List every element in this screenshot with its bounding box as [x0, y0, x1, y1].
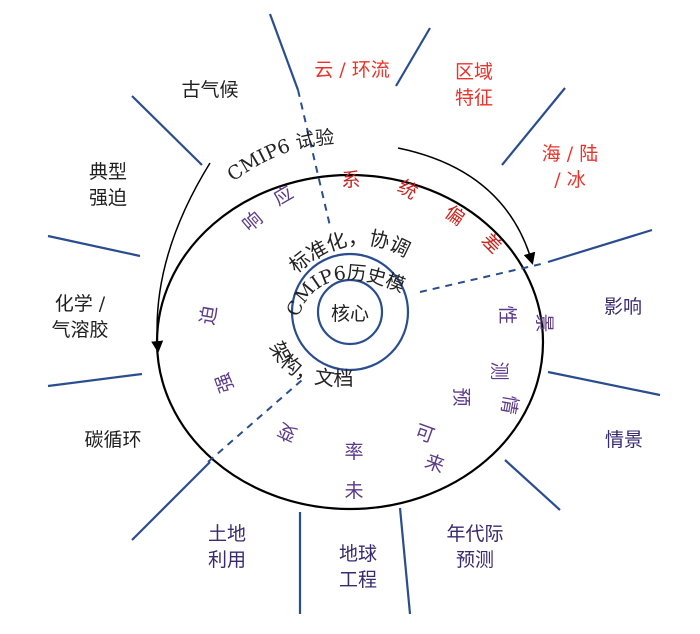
spoke-line: [547, 370, 661, 397]
spoke-line: [395, 27, 431, 87]
spoke-label: 土地利用: [208, 523, 246, 571]
bias-char: 系: [341, 169, 360, 191]
divider-top: [297, 89, 331, 227]
spoke-line: [398, 507, 412, 615]
spoke-line: [501, 87, 566, 166]
scenario-char: 未: [344, 480, 363, 502]
spoke-label: 地球工程: [339, 543, 377, 591]
core-circle: [316, 278, 384, 346]
spoke-label: 云 / 环流: [314, 59, 389, 81]
spoke-line: [547, 228, 653, 264]
arrow-left: [151, 162, 211, 353]
core-label: 核心: [331, 303, 369, 325]
spoke-line: [131, 95, 203, 166]
spoke-label: 典型强迫: [89, 161, 127, 209]
spoke-label: 情景: [605, 429, 643, 451]
spoke-line: [504, 459, 561, 511]
spoke-line: [47, 372, 143, 388]
spoke-label: 年代际预测: [446, 523, 503, 571]
response-char: 迫: [197, 304, 222, 327]
spoke-labels: 云 / 环流区域特征海 / 陆/ 冰影响情景年代际预测地球工程土地利用碳循环化学…: [51, 59, 643, 591]
arrow-right: [397, 147, 536, 265]
spoke-label: 影响: [604, 296, 642, 318]
spoke-line: [47, 234, 141, 258]
scenario-char: 性: [496, 305, 518, 324]
spoke-label: 古气候: [181, 79, 238, 101]
scenario-char: 情: [497, 394, 522, 417]
spoke-label: 海 / 陆/ 冰: [542, 143, 598, 191]
scenario-char: 景: [533, 313, 555, 332]
scenario-char: 测: [488, 361, 510, 380]
spoke-line: [131, 461, 211, 541]
spoke-line: [268, 13, 300, 91]
spoke-label: 区域特征: [455, 61, 493, 109]
scenario-char: 率: [344, 441, 363, 463]
spoke-label: 化学 /气溶胶: [51, 293, 108, 341]
spoke-lines: [47, 13, 661, 615]
spoke-label: 碳循环: [84, 429, 141, 451]
scenario-char: 预: [450, 387, 472, 406]
